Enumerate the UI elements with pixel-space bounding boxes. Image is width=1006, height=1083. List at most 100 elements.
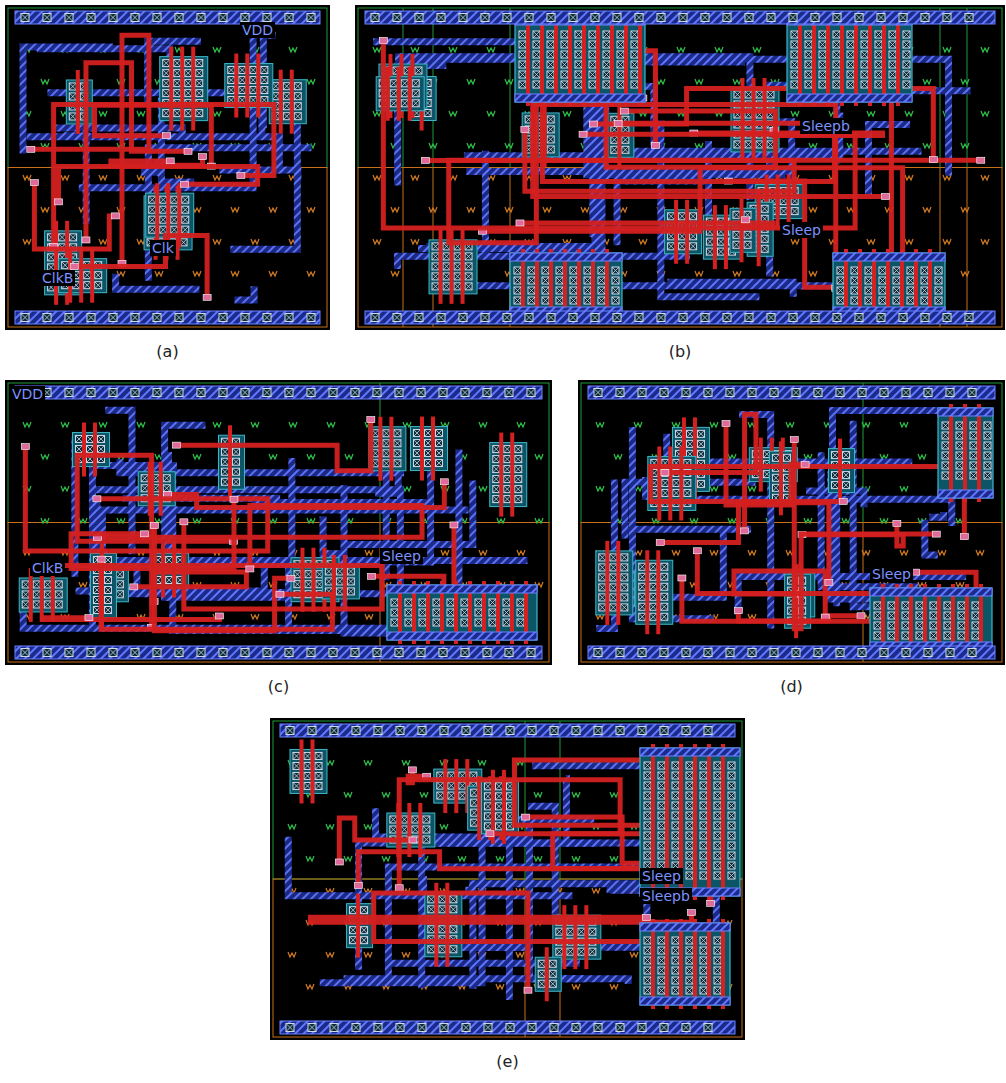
contact-cross bbox=[239, 87, 246, 94]
sleep-transistor bbox=[515, 13, 645, 106]
well-mark bbox=[923, 143, 931, 148]
contact-cut bbox=[851, 277, 858, 284]
contact-cut bbox=[459, 14, 467, 22]
contact-cross bbox=[503, 14, 511, 22]
well-mark bbox=[99, 175, 107, 180]
contact-cross bbox=[589, 61, 596, 68]
poly-wire bbox=[74, 236, 207, 298]
contact-cross bbox=[569, 14, 577, 22]
contact-cut bbox=[185, 70, 192, 77]
contact-cut bbox=[879, 287, 886, 294]
contact-cut bbox=[481, 14, 489, 22]
contact-cut bbox=[819, 41, 826, 48]
contact-cross bbox=[603, 61, 610, 68]
contact-cross bbox=[935, 287, 942, 294]
contact-cross bbox=[903, 71, 910, 78]
contact-cross bbox=[861, 81, 868, 88]
well-mark bbox=[289, 47, 297, 52]
contact-cross bbox=[791, 51, 798, 58]
sleep-gate bbox=[798, 13, 802, 106]
contact-cross bbox=[514, 297, 521, 304]
well-mark bbox=[809, 271, 817, 276]
contact-cross bbox=[584, 277, 591, 284]
well-mark bbox=[961, 143, 969, 148]
contact-cross bbox=[542, 267, 549, 274]
well-mark bbox=[733, 79, 741, 84]
contact-cross bbox=[833, 51, 840, 58]
contact-cross bbox=[432, 283, 439, 290]
contact-cross bbox=[679, 213, 686, 220]
contact-cross bbox=[65, 314, 73, 322]
contact-cross bbox=[294, 83, 301, 90]
contact-cross bbox=[879, 287, 886, 294]
contact-cut bbox=[756, 141, 763, 148]
well-mark bbox=[467, 79, 475, 84]
contact-cross bbox=[542, 277, 549, 284]
contact-cross bbox=[570, 287, 577, 294]
contact-cross bbox=[465, 263, 472, 270]
contact-cross bbox=[561, 71, 568, 78]
contact-cut bbox=[65, 14, 73, 22]
contact-cross bbox=[547, 61, 554, 68]
contact-cut bbox=[294, 93, 301, 100]
poly-contact bbox=[589, 121, 597, 127]
contact-cut bbox=[745, 14, 753, 22]
poly-gate bbox=[408, 67, 412, 121]
contact-cross bbox=[767, 91, 774, 98]
contact-cross bbox=[131, 314, 139, 322]
contact-cross bbox=[415, 67, 422, 74]
contact-cross bbox=[717, 248, 724, 255]
contact-cut bbox=[631, 61, 638, 68]
contact-cross bbox=[432, 253, 439, 260]
well-mark bbox=[505, 207, 513, 212]
contact-cross bbox=[591, 14, 599, 22]
transistor-diffusion bbox=[225, 54, 273, 118]
contact-cross bbox=[612, 277, 619, 284]
contact-cross bbox=[514, 267, 521, 274]
contact-cross bbox=[533, 71, 540, 78]
contact-cross bbox=[875, 71, 882, 78]
contact-cut bbox=[556, 277, 563, 284]
contact-cut bbox=[272, 93, 279, 100]
contact-cross bbox=[756, 91, 763, 98]
well-mark bbox=[213, 111, 221, 116]
contact-cross bbox=[903, 51, 910, 58]
contact-cut bbox=[542, 297, 549, 304]
sleep-gate bbox=[812, 13, 816, 106]
cell-layout bbox=[355, 5, 1005, 330]
poly-gate bbox=[155, 183, 159, 247]
contact-cross bbox=[197, 314, 205, 322]
sleep-gate bbox=[854, 13, 858, 106]
contact-cut bbox=[575, 71, 582, 78]
contact-cut bbox=[819, 81, 826, 88]
contact-cross bbox=[570, 297, 577, 304]
contact-cross bbox=[837, 277, 844, 284]
contact-cross bbox=[631, 71, 638, 78]
contact-cross bbox=[415, 314, 423, 322]
contact-cross bbox=[519, 41, 526, 48]
contact-cross bbox=[185, 110, 192, 117]
contact-cut bbox=[679, 14, 687, 22]
contact-cross bbox=[833, 81, 840, 88]
contact-cross bbox=[519, 51, 526, 58]
poly-contact bbox=[977, 157, 985, 163]
contact-cut bbox=[149, 206, 156, 213]
contact-cross bbox=[556, 297, 563, 304]
contact-cut bbox=[855, 14, 863, 22]
contact-cut bbox=[612, 267, 619, 274]
contact-cross bbox=[465, 273, 472, 280]
contact-cross bbox=[503, 14, 511, 22]
contact-cross bbox=[443, 273, 450, 280]
contact-cross bbox=[283, 93, 290, 100]
contact-cross bbox=[861, 71, 868, 78]
poly-contact bbox=[521, 127, 529, 133]
contact-cross bbox=[575, 61, 582, 68]
contact-cross bbox=[393, 14, 401, 22]
contact-cross bbox=[283, 103, 290, 110]
contact-cut bbox=[519, 31, 526, 38]
contact-cross bbox=[622, 136, 629, 143]
contact-cross bbox=[819, 81, 826, 88]
contact-cut bbox=[547, 41, 554, 48]
contact-cut bbox=[833, 61, 840, 68]
contact-cross bbox=[589, 71, 596, 78]
